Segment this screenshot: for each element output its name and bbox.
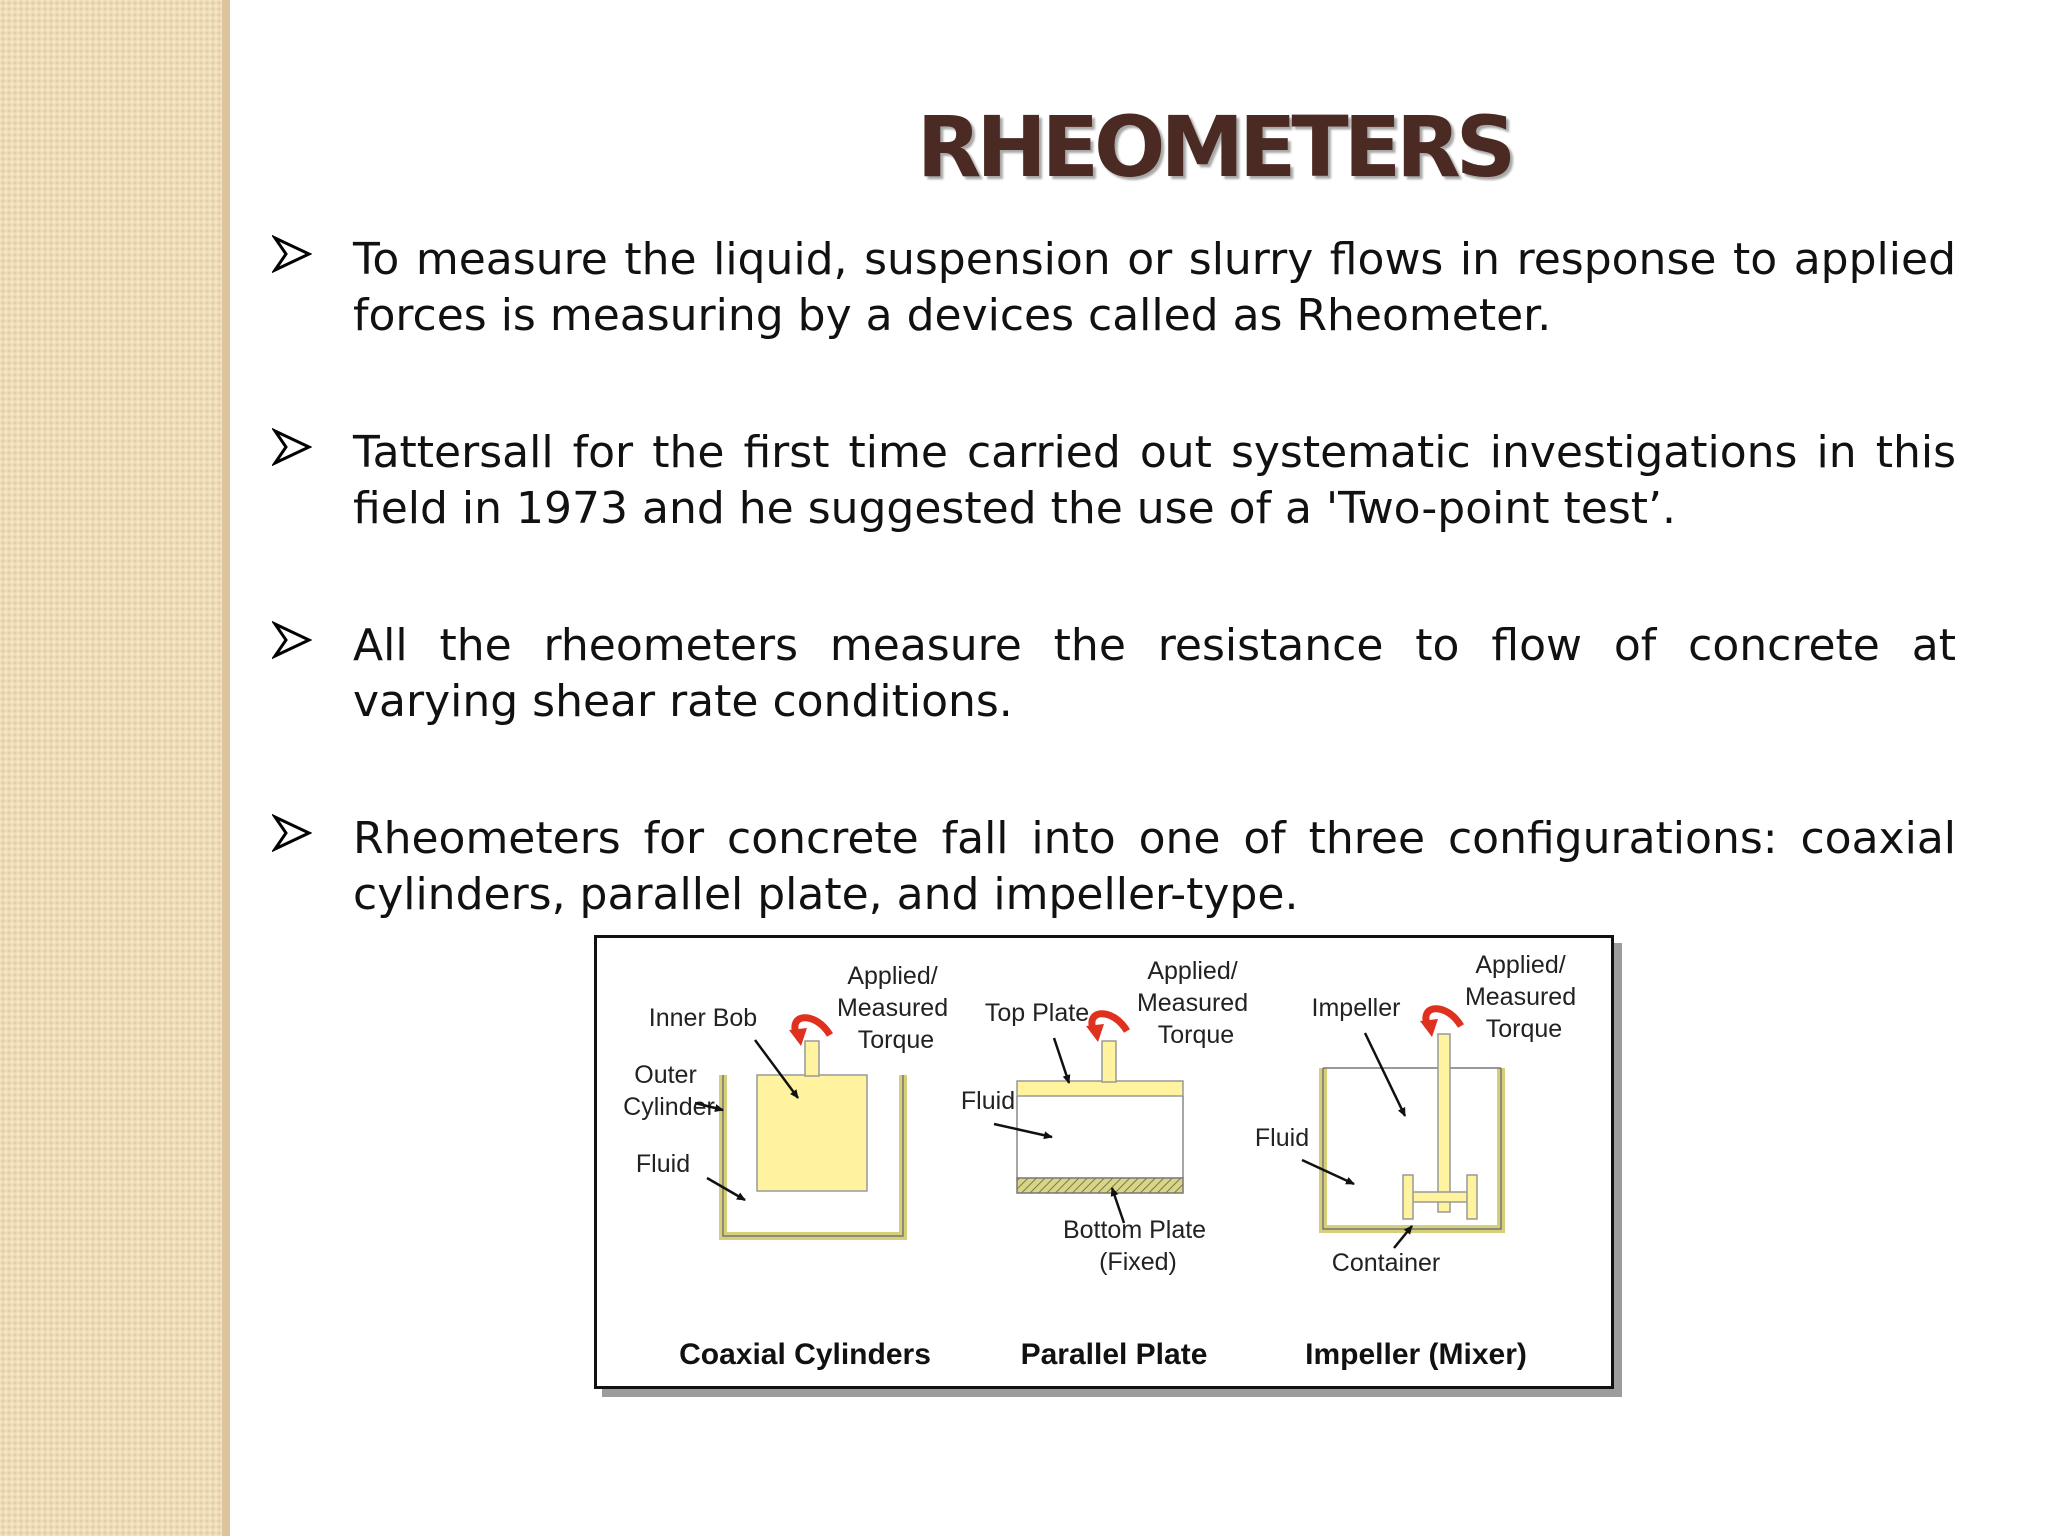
caption-impeller-mixer: Impeller (Mixer) [1305, 1338, 1527, 1371]
rheometer-configurations-figure: Applied/ Measured Torque Inner Bob Outer… [594, 935, 1614, 1389]
top-plate-shaft [1101, 1040, 1117, 1083]
parallel-fluid-pointer [993, 1122, 1053, 1140]
impeller-diagram: Applied/ Measured Torque Impeller Fluid … [1255, 951, 1583, 1371]
rheometer-diagram: Applied/ Measured Torque Inner Bob Outer… [623, 951, 1583, 1371]
outer-cylinder-pointer [694, 1101, 724, 1112]
torque-arrowhead [1086, 1024, 1104, 1042]
decorative-side-strip [0, 0, 222, 1536]
impeller-torque-label: Applied/ Measured Torque [1465, 951, 1583, 1043]
arrowhead-bullet-icon [272, 813, 312, 853]
bullet-item: Tattersall for the first time carried ou… [272, 425, 1956, 537]
side-strip-edge [222, 0, 230, 1536]
torque-arrowhead [1420, 1019, 1438, 1037]
arrowhead-bullet-icon [272, 620, 312, 660]
inner-bob-label: Inner Bob [649, 1004, 757, 1032]
arrowhead-bullet-icon [272, 427, 312, 467]
coaxial-torque-label: Applied/ Measured Torque [837, 962, 955, 1054]
impeller-crossbar [1408, 1191, 1472, 1203]
container-pointer [1393, 1225, 1413, 1249]
caption-coaxial-cylinders: Coaxial Cylinders [679, 1338, 931, 1371]
coaxial-fluid-pointer [706, 1176, 746, 1202]
top-plate-pointer [1052, 1037, 1071, 1084]
bottom-plate-shape [1016, 1177, 1184, 1194]
impeller-label: Impeller [1312, 994, 1401, 1022]
bullet-item: Rheometers for concrete fall into one of… [272, 811, 1956, 923]
slide-title: RHEOMETERS [916, 98, 1517, 196]
container-label: Container [1332, 1249, 1440, 1277]
impeller-pointer [1363, 1032, 1407, 1117]
top-plate-label: Top Plate [985, 999, 1089, 1027]
inner-bob-pointer [753, 1039, 800, 1099]
bob-shaft [804, 1040, 820, 1077]
parallel-fluid-label: Fluid [961, 1087, 1015, 1115]
bullet-text: To measure the liquid, suspension or slu… [353, 234, 1956, 341]
coaxial-fluid-label: Fluid [636, 1150, 690, 1178]
impeller-shaft [1437, 1033, 1451, 1213]
coaxial-cylinders-diagram: Applied/ Measured Torque Inner Bob Outer… [623, 962, 955, 1371]
caption-parallel-plate: Parallel Plate [1021, 1338, 1208, 1371]
arrowhead-bullet-icon [272, 234, 312, 274]
outer-cylinder-label: Outer Cylinder [623, 1061, 715, 1121]
outer-cylinder-outline [722, 1075, 904, 1237]
bottom-plate-label: Bottom Plate (Fixed) [1063, 1216, 1213, 1276]
bullet-text: Rheometers for concrete fall into one of… [353, 813, 1956, 920]
bullet-text: Tattersall for the first time carried ou… [353, 427, 1956, 534]
impeller-blade-left [1402, 1174, 1414, 1220]
bullet-item: To measure the liquid, suspension or slu… [272, 232, 1956, 344]
bullet-text: All the rheometers measure the resistanc… [353, 620, 1956, 727]
bullet-item: All the rheometers measure the resistanc… [272, 618, 1956, 730]
impeller-fluid-label: Fluid [1255, 1124, 1309, 1152]
impeller-fluid-pointer [1301, 1158, 1355, 1186]
bullet-list: To measure the liquid, suspension or slu… [272, 232, 1956, 1004]
top-plate-shape [1016, 1080, 1184, 1097]
torque-arrowhead [789, 1028, 807, 1046]
impeller-blade-right [1466, 1174, 1478, 1220]
inner-bob-shape [756, 1074, 868, 1192]
parallel-plate-diagram: Applied/ Measured Torque Top Plate Fluid… [961, 957, 1255, 1371]
parallel-torque-label: Applied/ Measured Torque [1137, 957, 1255, 1049]
bottom-plate-pointer [1110, 1187, 1126, 1224]
